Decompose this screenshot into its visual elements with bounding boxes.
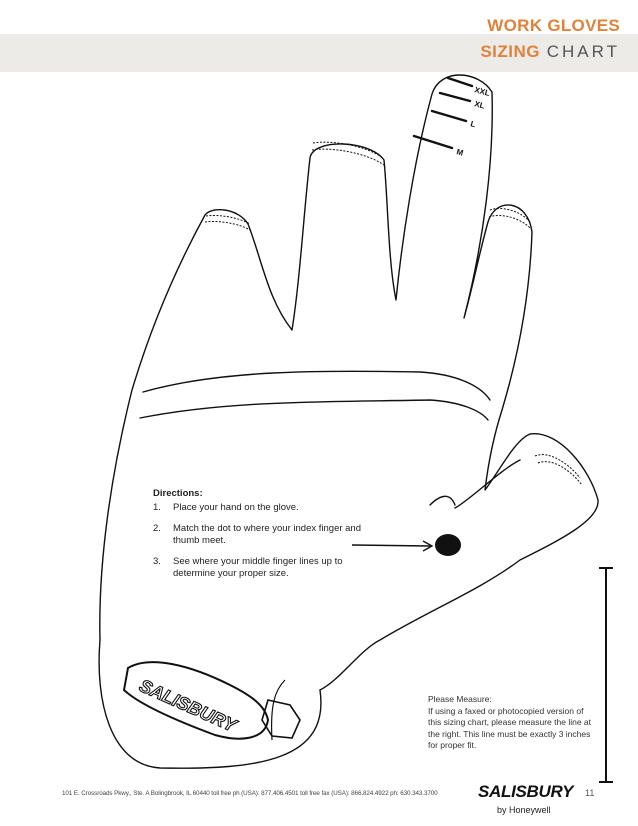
measure-heading: Please Measure: [428, 694, 492, 704]
thumb-line [454, 459, 521, 509]
alignment-dot [435, 534, 461, 556]
stitch-index [489, 208, 531, 223]
size-label-xl: XL [473, 99, 485, 110]
measure-line [599, 567, 613, 783]
stitch-ring [312, 141, 384, 159]
hex-tag [261, 699, 301, 739]
stitch-thumb [534, 454, 581, 479]
size-label-l: L [469, 119, 476, 129]
glove-outline-path [99, 74, 599, 691]
header-band [0, 34, 638, 72]
palm-line [429, 495, 456, 506]
direction-step-1: 1. Place your hand on the glove. [153, 502, 368, 514]
brand-subtitle: by Honeywell [497, 805, 551, 815]
step-text: Place your hand on the glove. [173, 502, 299, 513]
stitching [204, 141, 583, 486]
knuckle-line [142, 370, 491, 401]
stitch-ring-2 [311, 148, 385, 166]
glove-logo-tag: SALISBURY [122, 661, 301, 741]
pointer-arrow-line [351, 544, 431, 547]
step-number: 3. [153, 556, 161, 567]
step-text: See where your middle finger lines up to… [173, 556, 343, 579]
title-accent: SIZING [480, 42, 541, 61]
tag-string [270, 679, 286, 741]
knuckle-line-2 [139, 399, 489, 421]
title-sizing-chart: SIZING CHART [480, 42, 620, 62]
stitch-pinky [205, 215, 251, 225]
stitch-thumb-2 [537, 461, 583, 486]
size-label-m: M [455, 147, 464, 158]
direction-step-3: 3. See where your middle finger lines up… [153, 556, 368, 580]
title-work-gloves: WORK GLOVES [487, 16, 620, 35]
stitch-index-2 [488, 215, 532, 230]
step-text: Match the dot to where your index finger… [173, 523, 362, 546]
measure-note: Please Measure: If using a faxed or phot… [428, 694, 598, 752]
stitch-pinky-2 [204, 221, 251, 231]
measure-text: If using a faxed or photocopied version … [428, 705, 592, 751]
title-rest: CHART [546, 42, 620, 61]
page-number: 11 [585, 788, 595, 798]
glove-outline [98, 74, 599, 769]
glove-logo-text: SALISBURY [136, 675, 241, 736]
size-line-xl [438, 91, 472, 103]
brand-logo: SALISBURY [478, 782, 574, 801]
footer-address: 101 E. Crossroads Pkwy., Ste. A Bolingbr… [62, 790, 438, 797]
size-line-m [412, 134, 454, 150]
cuff-line [98, 639, 322, 769]
size-lines [412, 76, 474, 150]
directions-heading: Directions: [153, 488, 203, 499]
step-number: 1. [153, 502, 161, 513]
step-number: 2. [153, 523, 161, 534]
size-label-xxl: XXL [473, 85, 490, 98]
size-line-l [430, 109, 468, 123]
pointer-arrow-head [422, 540, 434, 552]
directions-block: Directions: 1. Place your hand on the gl… [153, 488, 368, 589]
direction-step-2: 2. Match the dot to where your index fin… [153, 523, 368, 547]
size-line-xxl [446, 76, 474, 88]
